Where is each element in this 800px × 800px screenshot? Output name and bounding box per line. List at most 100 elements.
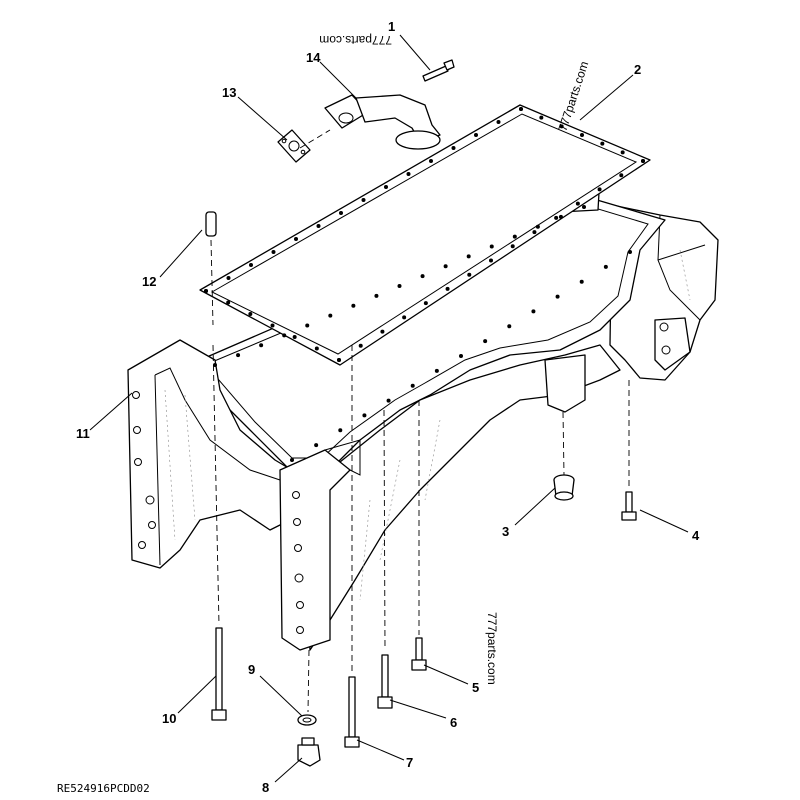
watermark-top: 777parts.com — [319, 33, 392, 47]
gasket-hole — [628, 250, 632, 254]
callout-6: 6 — [450, 715, 457, 730]
gasket-hole — [380, 329, 385, 334]
leader-lines — [89, 34, 689, 783]
gasket-hole — [580, 133, 584, 137]
gasket-hole — [328, 313, 333, 318]
washer-9 — [297, 714, 317, 726]
gasket-hole — [641, 159, 645, 163]
callout-1: 1 — [388, 19, 395, 34]
gasket-hole — [532, 230, 537, 235]
bolt-5 — [411, 637, 427, 671]
reference-code: RE524916PCDD02 — [57, 782, 150, 795]
callout-7: 7 — [406, 755, 413, 770]
gasket-hole — [429, 159, 433, 163]
gasket-hole — [270, 323, 275, 328]
gasket-hole — [489, 244, 494, 249]
gasket-hole — [445, 286, 450, 291]
gasket-hole — [362, 413, 367, 418]
gasket-hole — [619, 173, 624, 178]
gasket-hole — [358, 343, 363, 348]
callout-labels: 1 2 3 4 5 6 7 8 9 10 11 12 13 14 — [76, 19, 700, 795]
gasket-hole — [397, 284, 402, 288]
outlet-pipe — [324, 94, 441, 150]
gasket-hole — [248, 312, 253, 316]
gasket-hole — [314, 443, 319, 448]
gasket-hole — [316, 224, 321, 228]
flange-gasket — [277, 129, 311, 163]
gasket-hole — [582, 205, 586, 209]
gasket-hole — [249, 263, 253, 267]
gasket-hole — [558, 214, 563, 219]
callout-5: 5 — [472, 680, 479, 695]
callout-2: 2 — [634, 62, 641, 77]
gasket-hole — [510, 244, 515, 249]
gasket-hole — [236, 353, 241, 358]
gasket-hole — [507, 324, 512, 329]
callout-12: 12 — [142, 274, 156, 289]
callout-4: 4 — [692, 528, 700, 543]
gasket — [199, 104, 651, 462]
callout-13: 13 — [222, 85, 236, 100]
gasket-hole — [496, 120, 501, 124]
gasket-hole — [351, 303, 356, 308]
gasket-hole — [467, 272, 472, 277]
gasket-hole — [489, 258, 493, 263]
gasket-hole — [339, 211, 343, 215]
watermark-gasket: 777parts.com — [556, 59, 592, 132]
callout-9: 9 — [248, 662, 255, 677]
gasket-hole — [451, 146, 456, 150]
gasket-hole — [466, 254, 471, 259]
assembly-lines — [210, 129, 630, 713]
bolt-6 — [377, 654, 393, 709]
callout-8: 8 — [262, 780, 269, 795]
gasket-hole — [459, 354, 463, 358]
gasket-hole — [406, 172, 411, 176]
gasket-hole — [531, 309, 536, 314]
gasket-hole — [402, 315, 407, 320]
gasket-hole — [474, 133, 478, 137]
gasket-hole — [579, 279, 584, 284]
gasket-hole — [338, 428, 343, 433]
gasket-hole — [294, 237, 298, 241]
gasket-hole — [512, 234, 517, 239]
gasket-hole — [282, 333, 287, 338]
gasket-hole — [535, 224, 540, 229]
gasket-hole — [554, 215, 559, 220]
plug-8 — [297, 737, 321, 767]
gasket-hole — [337, 358, 341, 362]
gasket-hole — [410, 383, 415, 388]
bushing-3 — [553, 474, 575, 501]
bolt-1 — [422, 59, 455, 82]
gasket-hole — [374, 293, 379, 298]
callout-3: 3 — [502, 524, 509, 539]
dowel-pin-12 — [205, 211, 217, 237]
callout-14: 14 — [306, 50, 321, 65]
gasket-hole — [226, 276, 231, 280]
end-plate-holes — [132, 322, 671, 634]
gasket-hole — [600, 141, 605, 146]
bolt-7 — [344, 676, 360, 748]
gasket-hole — [271, 250, 276, 254]
gasket-hole — [384, 185, 388, 189]
gasket-hole — [314, 346, 319, 351]
gasket-hole — [420, 274, 425, 279]
gasket-hole — [483, 339, 488, 344]
bolt-4 — [621, 491, 637, 521]
gasket-hole — [226, 300, 231, 305]
callout-10: 10 — [162, 711, 176, 726]
gasket-hole — [290, 458, 294, 462]
gasket-hole — [555, 294, 560, 299]
watermark-side: 777parts.com — [485, 612, 499, 685]
gasket-hole — [361, 198, 366, 202]
gasket-hole — [434, 368, 439, 373]
bolt-10 — [211, 627, 227, 721]
gasket-hole — [519, 107, 523, 111]
gasket-hole — [204, 289, 208, 293]
gasket-hole — [305, 323, 310, 328]
gasket-hole — [539, 115, 544, 120]
gasket-hole — [423, 301, 428, 306]
gasket-hole — [292, 335, 297, 339]
gasket-hole — [620, 150, 625, 155]
